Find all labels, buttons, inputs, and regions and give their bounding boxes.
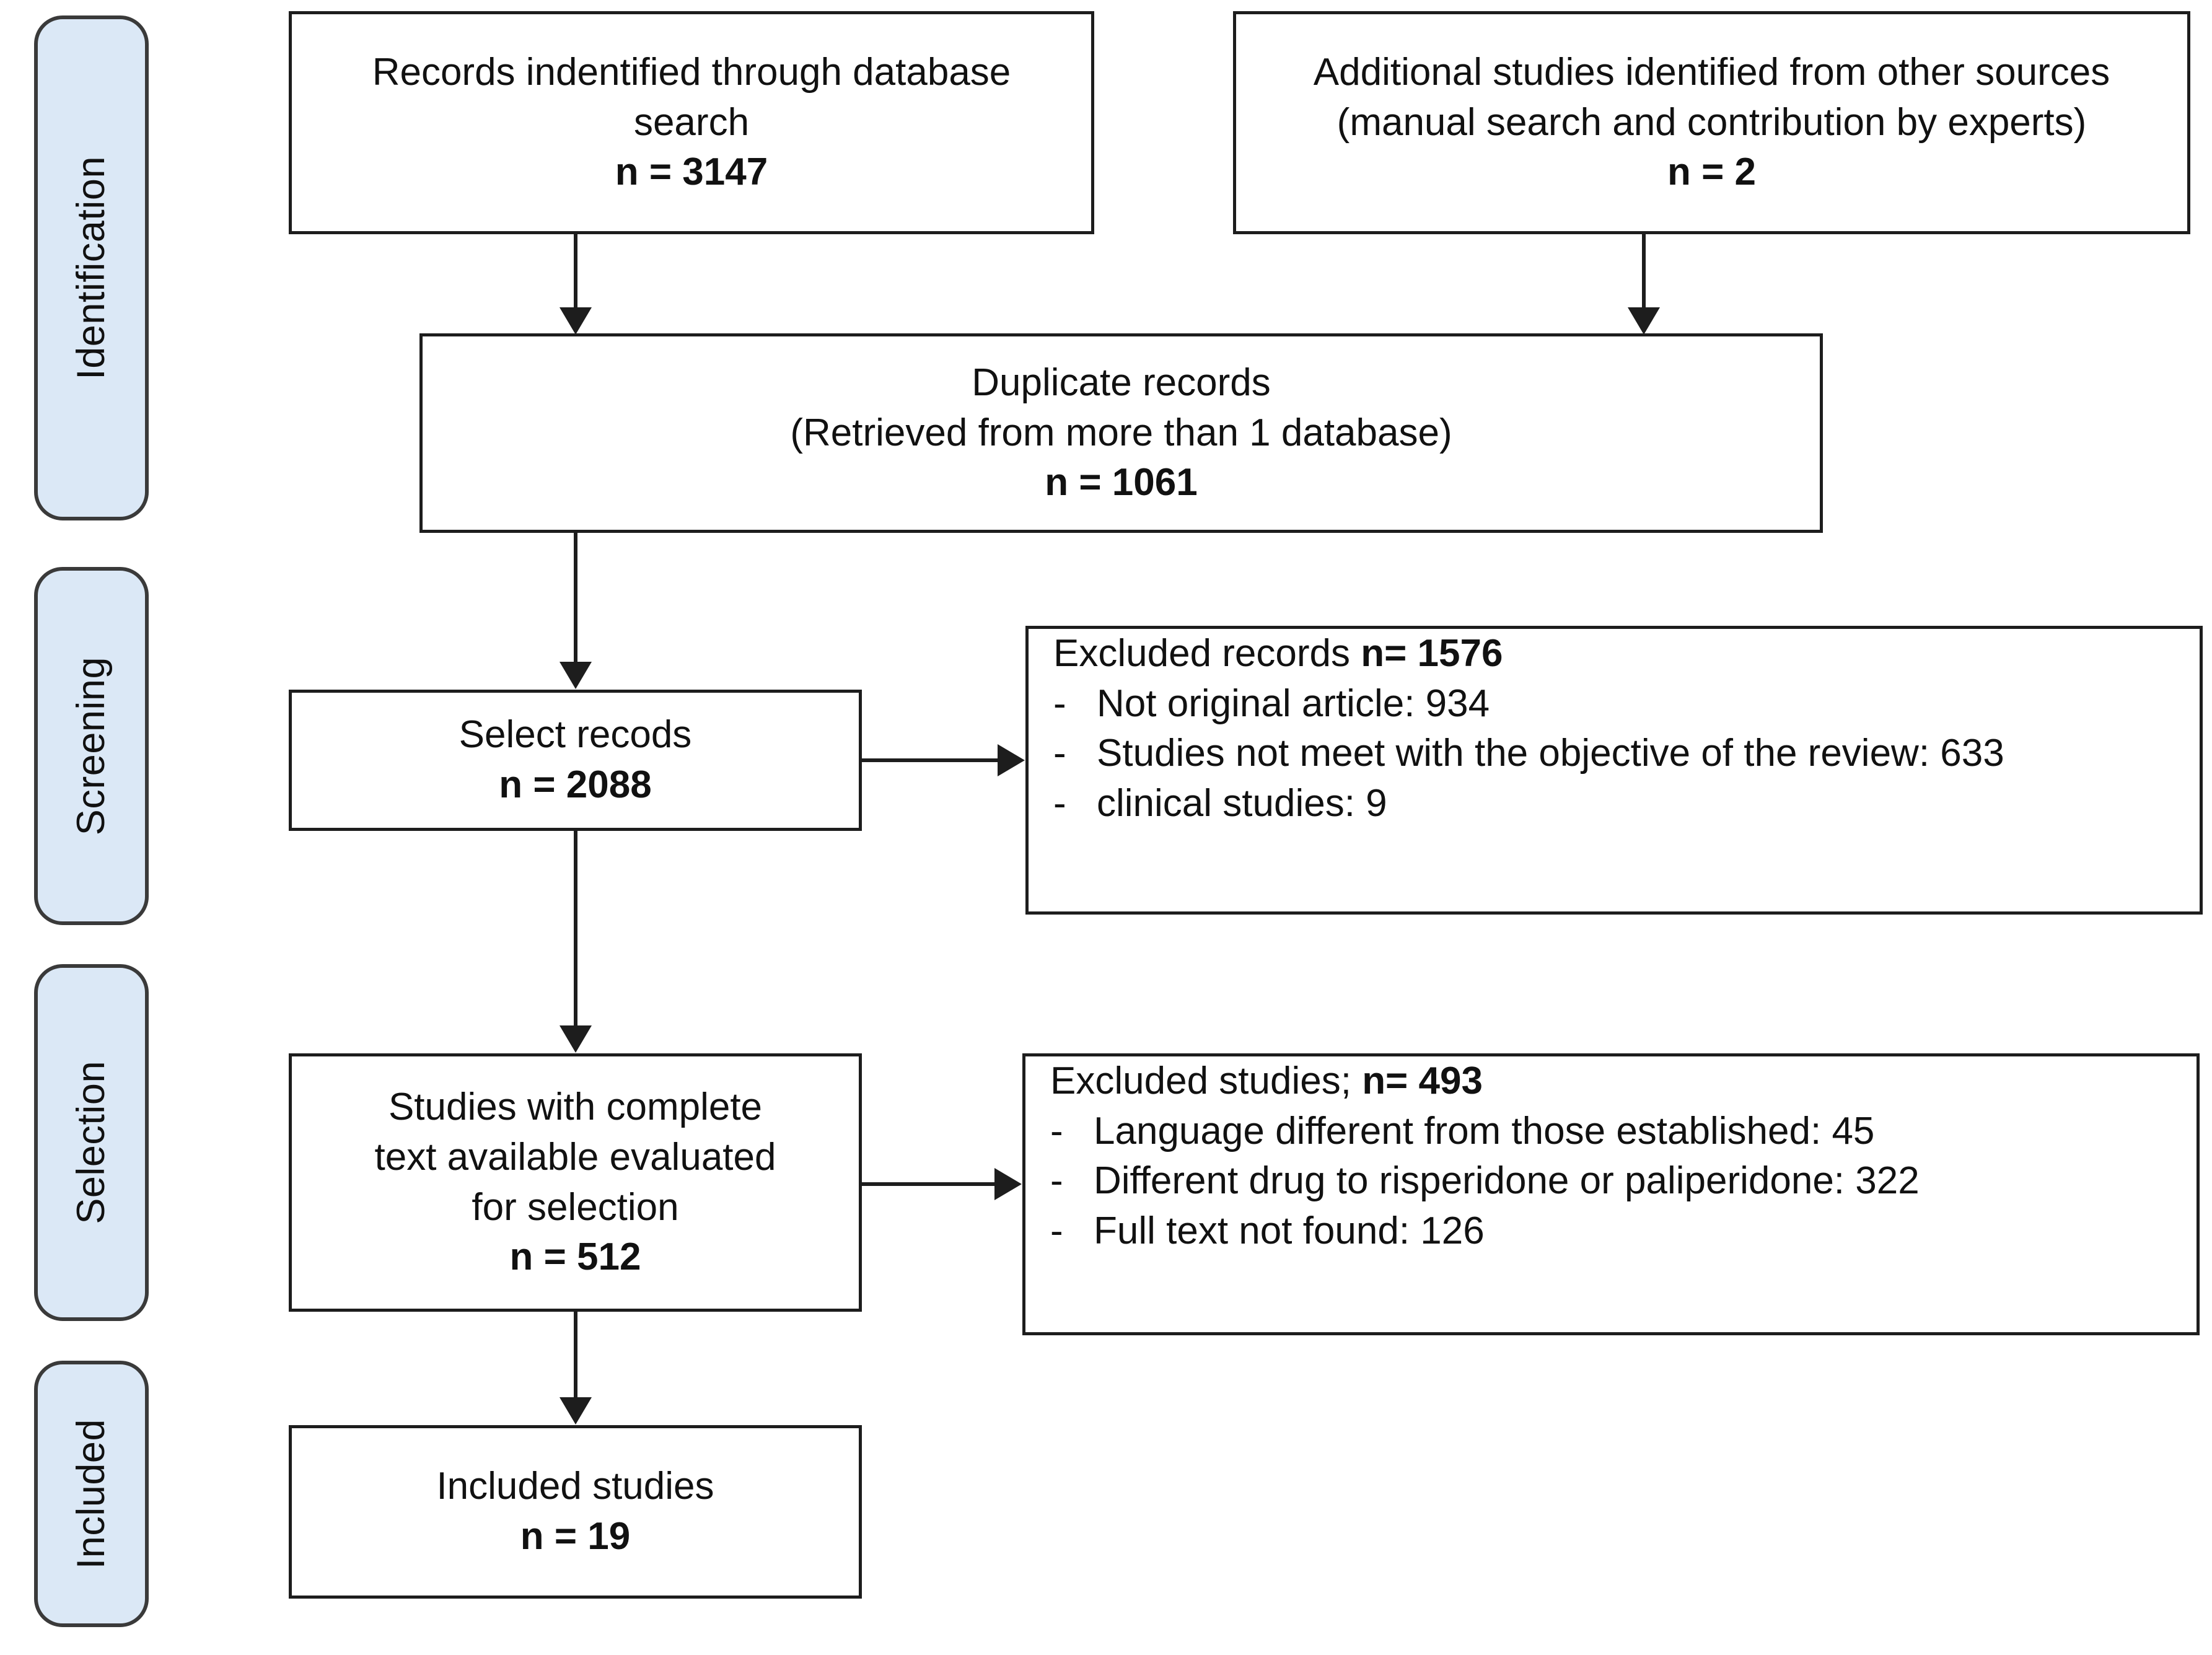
box-excluded-studies: Excluded studies; n= 493 - Language diff… <box>1022 1053 2200 1335</box>
box-duplicate-records-line-2: (Retrieved from more than 1 database) <box>790 411 1452 454</box>
box-duplicate-records: Duplicate records (Retrieved from more t… <box>419 333 1823 533</box>
box-studies-full-text-line-1: Studies with complete <box>388 1086 763 1129</box>
box-included-studies: Included studies n = 19 <box>289 1425 862 1599</box>
list-item-text: Not original article: 934 <box>1097 682 1490 725</box>
connector-records-to-duplicate-arrowhead <box>560 307 592 335</box>
box-select-records-line-1: Select recods <box>459 713 692 757</box>
list-item-text: clinical studies: 9 <box>1097 781 1387 825</box>
box-records-identified: Records indentified through database sea… <box>289 11 1094 234</box>
connector-select-to-excluded-arrowhead <box>998 744 1025 776</box>
box-excluded-studies-heading-text: Excluded studies; <box>1050 1060 1363 1102</box>
list-item: - Language different from those establis… <box>1050 1107 2197 1157</box>
phase-label-selection: Selection <box>34 964 149 1321</box>
dash-bullet-icon: - <box>1053 682 1066 725</box>
phase-label-included-text: Included <box>69 1418 113 1569</box>
box-included-studies-count: n = 19 <box>520 1515 631 1558</box>
list-item-text: Different drug to risperidone or paliper… <box>1094 1159 1920 1203</box>
phase-label-identification: Identification <box>34 15 149 520</box>
list-item: - Studies not meet with the objective of… <box>1053 729 2200 779</box>
dash-bullet-icon: - <box>1053 781 1066 825</box>
connector-records-to-duplicate-line <box>574 234 577 309</box>
dash-bullet-icon: - <box>1050 1109 1063 1152</box>
connector-select-to-fulltext-line <box>574 831 577 1027</box>
box-additional-studies-count: n = 2 <box>1667 151 1756 194</box>
phase-label-included: Included <box>34 1361 149 1627</box>
connector-additional-to-duplicate-arrowhead <box>1628 307 1660 335</box>
box-studies-full-text-line-3: for selection <box>472 1185 679 1229</box>
dash-bullet-icon: - <box>1050 1159 1063 1203</box>
list-item-text: Studies not meet with the objective of t… <box>1097 732 2004 775</box>
list-item: - Full text not found: 126 <box>1050 1206 2197 1257</box>
box-records-identified-count: n = 3147 <box>615 151 768 194</box>
box-studies-full-text-line-2: text available evaluated <box>374 1135 776 1179</box>
connector-duplicate-to-select-line <box>574 533 577 663</box>
list-item-text: Full text not found: 126 <box>1094 1209 1485 1252</box>
box-additional-studies-line-2: (manual search and contribution by exper… <box>1336 100 2087 144</box>
dash-bullet-icon: - <box>1053 732 1066 775</box>
box-excluded-records-list: - Not original article: 934 - Studies no… <box>1053 679 2200 829</box>
box-excluded-studies-heading-number: n= 493 <box>1362 1060 1483 1102</box>
box-duplicate-records-count: n = 1061 <box>1045 461 1198 504</box>
box-excluded-studies-list: - Language different from those establis… <box>1050 1107 2197 1257</box>
phase-label-identification-text: Identification <box>69 156 113 380</box>
connector-fulltext-to-excludedstudies-arrowhead <box>994 1168 1022 1200</box>
phase-label-screening: Screening <box>34 567 149 925</box>
box-excluded-records-heading-text: Excluded records <box>1053 632 1361 675</box>
connector-fulltext-to-included-arrowhead <box>560 1397 592 1425</box>
box-duplicate-records-line-1: Duplicate records <box>972 361 1271 405</box>
list-item: - clinical studies: 9 <box>1053 779 2200 829</box>
box-select-records: Select recods n = 2088 <box>289 690 862 831</box>
box-included-studies-line-1: Included studies <box>436 1465 714 1508</box>
box-select-records-count: n = 2088 <box>499 763 652 806</box>
box-additional-studies-line-1: Additional studies identified from other… <box>1313 51 2110 94</box>
connector-additional-to-duplicate-line <box>1642 234 1646 309</box>
connector-fulltext-to-excludedstudies-line <box>862 1182 998 1186</box>
connector-select-to-excluded-line <box>862 758 1001 762</box>
box-excluded-records: Excluded records n= 1576 - Not original … <box>1025 626 2203 915</box>
box-studies-full-text-count: n = 512 <box>509 1236 641 1279</box>
phase-label-screening-text: Screening <box>69 656 113 836</box>
box-excluded-records-heading: Excluded records n= 1576 <box>1053 629 2200 679</box>
box-records-identified-line-2: search <box>633 100 750 144</box>
connector-duplicate-to-select-arrowhead <box>560 662 592 689</box>
connector-fulltext-to-included-line <box>574 1312 577 1398</box>
connector-select-to-fulltext-arrowhead <box>560 1025 592 1053</box>
phase-label-selection-text: Selection <box>69 1061 113 1224</box>
list-item: - Different drug to risperidone or palip… <box>1050 1156 2197 1206</box>
box-additional-studies: Additional studies identified from other… <box>1233 11 2190 234</box>
box-excluded-records-heading-number: n= 1576 <box>1361 632 1503 675</box>
list-item-text: Language different from those establishe… <box>1094 1109 1875 1152</box>
box-studies-full-text: Studies with complete text available eva… <box>289 1053 862 1312</box>
list-item: - Not original article: 934 <box>1053 679 2200 729</box>
dash-bullet-icon: - <box>1050 1209 1063 1252</box>
box-excluded-studies-heading: Excluded studies; n= 493 <box>1050 1056 2197 1107</box>
box-records-identified-line-1: Records indentified through database <box>372 51 1011 94</box>
